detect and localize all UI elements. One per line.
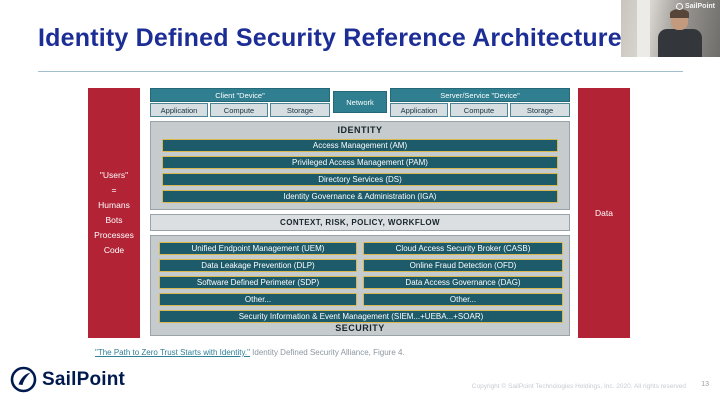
security-panel: Unified Endpoint Management (UEM) Data L… xyxy=(150,235,570,336)
webcam-watermark: SailPoint xyxy=(676,3,715,10)
webcam-watermark-text: SailPoint xyxy=(685,3,715,10)
sailpoint-logo: SailPoint xyxy=(10,366,125,393)
siem-item: Security Information & Event Management … xyxy=(159,310,563,323)
title-divider xyxy=(38,71,683,72)
security-item: Data Access Governance (DAG) xyxy=(363,276,563,289)
citation-link[interactable]: "The Path to Zero Trust Starts with Iden… xyxy=(95,348,250,357)
sailpoint-logo-icon xyxy=(10,366,37,393)
users-box-line: Humans xyxy=(98,200,130,211)
identity-item: Privileged Access Management (PAM) xyxy=(162,156,558,169)
users-box-line: = xyxy=(111,185,117,196)
page-number: 13 xyxy=(701,381,709,388)
server-item-storage: Storage xyxy=(510,103,570,117)
identity-header: IDENTITY xyxy=(337,125,383,135)
identity-item: Access Management (AM) xyxy=(162,139,558,152)
security-item: Cloud Access Security Broker (CASB) xyxy=(363,242,563,255)
users-box-line: "Users" xyxy=(99,170,129,181)
citation: "The Path to Zero Trust Starts with Iden… xyxy=(95,348,405,357)
sailpoint-logo-text: SailPoint xyxy=(42,368,126,390)
identity-panel: IDENTITY Access Management (AM) Privileg… xyxy=(150,121,570,210)
security-item: Software Defined Perimeter (SDP) xyxy=(159,276,357,289)
identity-item: Identity Governance & Administration (IG… xyxy=(162,190,558,203)
network-box: Network xyxy=(333,91,387,113)
identity-item: Directory Services (DS) xyxy=(162,173,558,186)
presenter-hair xyxy=(670,9,689,18)
security-item: Other... xyxy=(159,293,357,306)
background-door xyxy=(637,0,650,57)
server-item-application: Application xyxy=(390,103,448,117)
client-item-application: Application xyxy=(150,103,208,117)
client-item-compute: Compute xyxy=(210,103,268,117)
webcam-overlay: SailPoint xyxy=(621,0,720,57)
users-box-line: Bots xyxy=(105,215,123,225)
server-device-header: Server/Service "Device" xyxy=(390,88,570,102)
page-title: Identity Defined Security Reference Arch… xyxy=(38,24,622,52)
client-device-header: Client "Device" xyxy=(150,88,330,102)
users-box-line: Processes xyxy=(94,229,134,240)
users-box-line: Code xyxy=(103,244,125,255)
users-box: "Users" = Humans Bots Processes Code xyxy=(88,88,140,338)
context-band: CONTEXT, RISK, POLICY, WORKFLOW xyxy=(150,214,570,231)
security-item: Unified Endpoint Management (UEM) xyxy=(159,242,357,255)
security-item: Data Leakage Prevention (DLP) xyxy=(159,259,357,272)
security-item: Online Fraud Detection (OFD) xyxy=(363,259,563,272)
security-item: Other... xyxy=(363,293,563,306)
server-item-compute: Compute xyxy=(450,103,508,117)
presenter-body xyxy=(658,29,702,57)
security-header: SECURITY xyxy=(335,323,385,333)
client-item-storage: Storage xyxy=(270,103,330,117)
data-box: Data xyxy=(578,88,630,338)
data-box-label: Data xyxy=(595,207,613,218)
copyright-text: Copyright © SailPoint Technologies Holdi… xyxy=(471,383,686,390)
sailpoint-watermark-icon xyxy=(676,3,684,10)
citation-rest: Identity Defined Security Alliance, Figu… xyxy=(249,348,405,357)
